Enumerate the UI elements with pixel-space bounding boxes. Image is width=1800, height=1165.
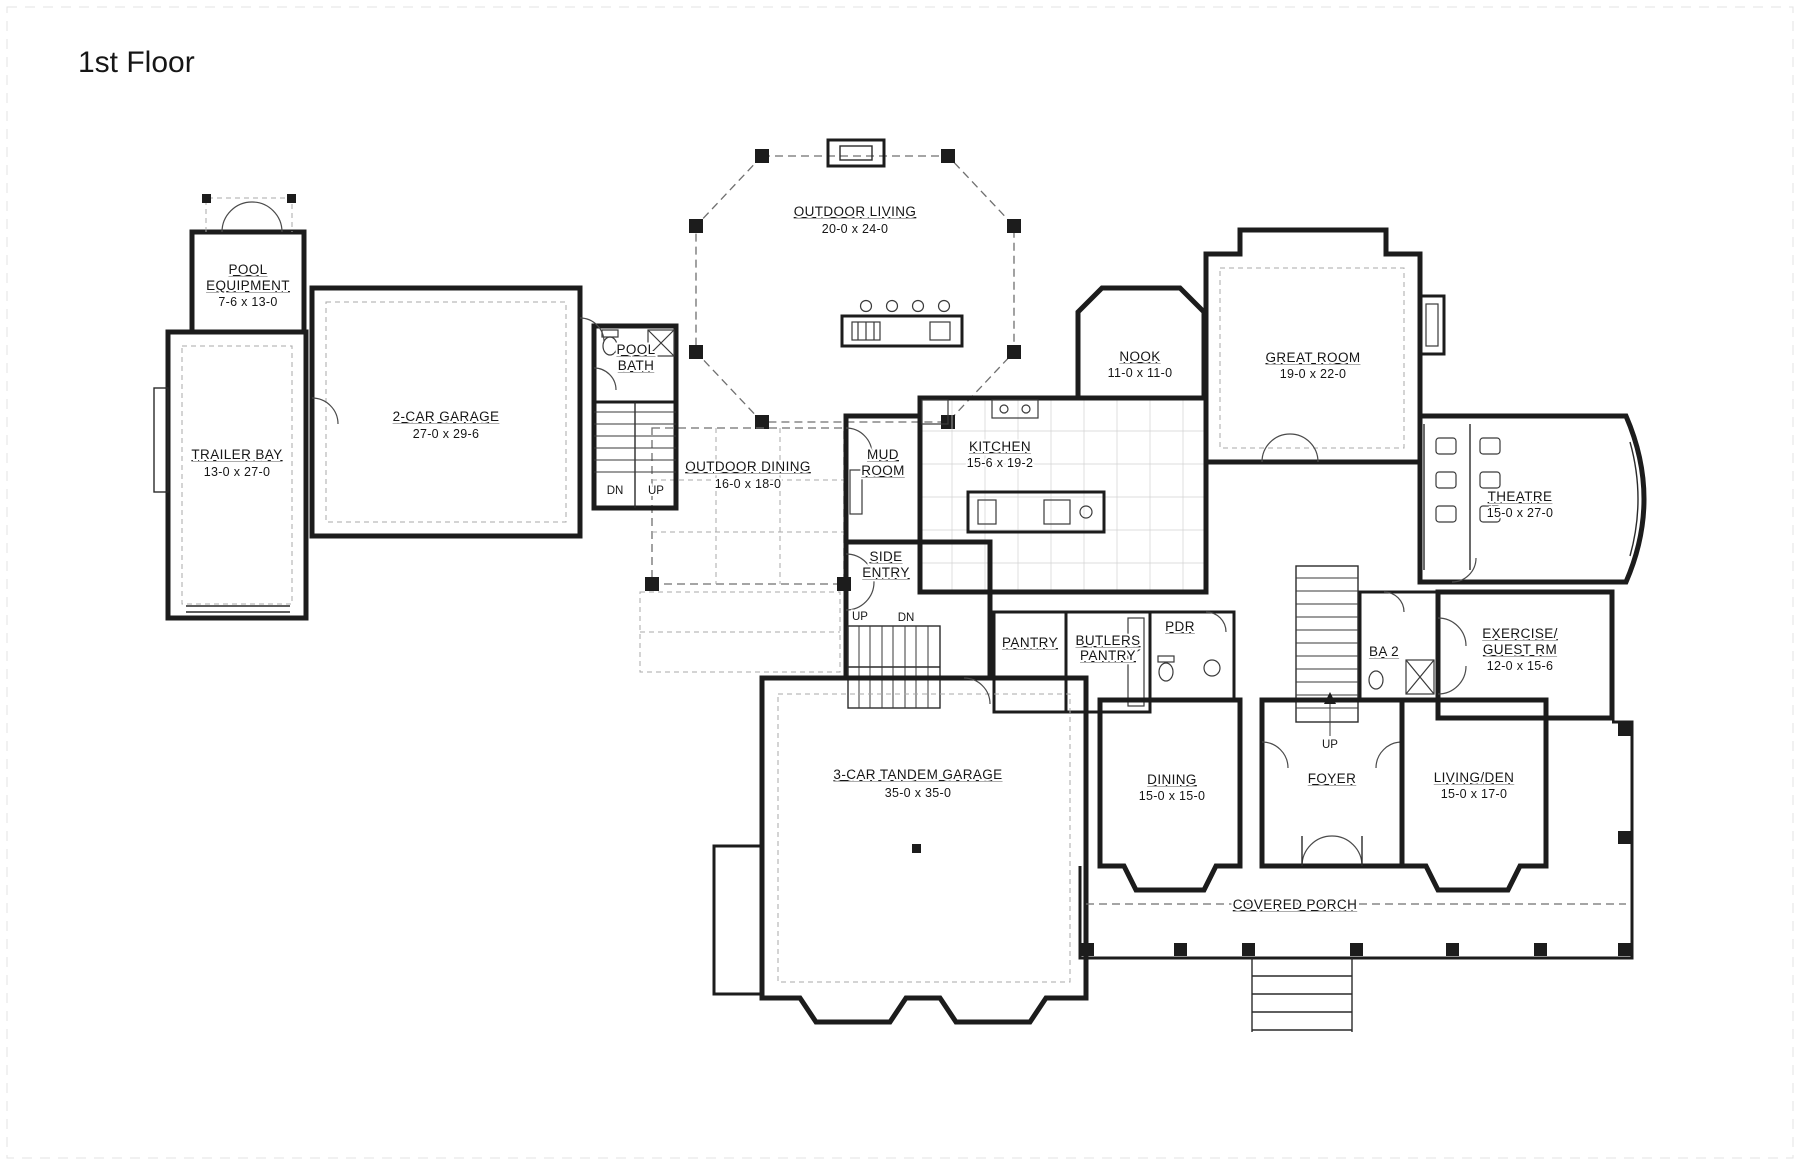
dims-theatre: 15-0 x 27-0: [1487, 506, 1554, 520]
label-theatre: THEATRE: [1488, 489, 1553, 504]
label-pool-equipment-2: EQUIPMENT: [206, 278, 290, 293]
label-stair-up: UP: [648, 485, 664, 497]
label-covered-porch: COVERED PORCH: [1233, 897, 1357, 912]
label-pantry: PANTRY: [1002, 635, 1058, 650]
pool-bath-fixtures: [601, 329, 675, 357]
outdoor-fireplace: [826, 138, 886, 168]
label-ba2: BA 2: [1369, 644, 1399, 659]
kitchen-fixtures: [921, 399, 1106, 534]
kitchen-walls: [917, 395, 1209, 595]
dims-nook: 11-0 x 11-0: [1108, 366, 1173, 380]
theatre-seats: [1423, 424, 1501, 570]
theatre-walls: [1417, 413, 1647, 585]
outdoor-kitchen-island: [840, 299, 964, 348]
dims-outdoor-dining: 16-0 x 18-0: [715, 477, 782, 491]
label-mud-room-2: ROOM: [861, 463, 905, 478]
side-stairs: [847, 625, 941, 709]
exercise-guest-walls: [1435, 589, 1615, 721]
kitchen-floor-grid: [922, 400, 1204, 590]
label-trailer-bay: TRAILER BAY: [191, 447, 282, 462]
label-foyer: FOYER: [1308, 771, 1357, 786]
dims-living-den: 15-0 x 17-0: [1441, 787, 1508, 801]
labels: 1st Floor POOL EQUIPMENT 7-6 x 13-0 TRAI…: [76, 44, 1559, 914]
dims-tandem-garage: 35-0 x 35-0: [885, 786, 952, 800]
dims-dining: 15-0 x 15-0: [1139, 789, 1206, 803]
label-nook: NOOK: [1119, 349, 1160, 364]
label-butlers-1: BUTLERS: [1075, 633, 1140, 648]
label-pool-bath-1: POOL: [616, 342, 655, 357]
label-butlers-2: PANTRY: [1080, 648, 1136, 663]
label-side-stair-dn: DN: [898, 612, 915, 624]
label-dining: DINING: [1147, 772, 1197, 787]
label-kitchen: KITCHEN: [969, 439, 1031, 454]
garage-2car-room: [309, 285, 583, 539]
label-living-den: LIVING/DEN: [1434, 770, 1515, 785]
label-exercise-1: EXERCISE/: [1482, 626, 1558, 641]
label-tandem-garage: 3-CAR TANDEM GARAGE: [833, 767, 1002, 782]
label-outdoor-living: OUTDOOR LIVING: [794, 204, 917, 219]
label-side-entry-2: ENTRY: [862, 565, 910, 580]
fireplace: [1418, 294, 1446, 356]
dims-exercise: 12-0 x 15-6: [1487, 659, 1554, 673]
label-2car-garage: 2-CAR GARAGE: [393, 409, 500, 424]
label-pool-equipment-1: POOL: [228, 262, 267, 277]
pavilion-posts: [689, 149, 1021, 429]
dims-2car-garage: 27-0 x 29-6: [413, 427, 480, 441]
mud-room-walls: [843, 413, 923, 545]
dining-walls: [1097, 697, 1243, 893]
pantry-walls: [992, 610, 1068, 714]
front-steps: [1251, 958, 1353, 1032]
covered-porch-structure: [1078, 720, 1634, 1032]
tandem-garage-walls: [712, 675, 1089, 1025]
trailer-bay-room: [153, 329, 309, 621]
outdoor-living-pavilion: [689, 138, 1021, 429]
foyer-stairs: [1295, 565, 1359, 736]
living-den-walls: [1399, 697, 1549, 893]
label-side-stair-up: UP: [852, 611, 868, 623]
dims-trailer-bay: 13-0 x 27-0: [204, 465, 271, 479]
nook-walls: [1075, 285, 1207, 401]
label-exercise-2: GUEST RM: [1483, 642, 1557, 657]
label-mud-room-1: MUD: [867, 447, 899, 462]
label-stair-dn: DN: [607, 485, 624, 497]
dims-kitchen: 15-6 x 19-2: [967, 456, 1034, 470]
pool-bath-and-stairs: [591, 323, 679, 511]
label-great-room: GREAT ROOM: [1265, 350, 1360, 365]
side-walkway-patio: [639, 591, 841, 673]
sheet-frame: [6, 6, 1794, 1159]
great-room-walls: [1203, 227, 1446, 465]
dims-great-room: 19-0 x 22-0: [1280, 367, 1347, 381]
label-foyer-stair-up: UP: [1322, 739, 1338, 751]
door-swings: [311, 317, 873, 455]
label-pool-bath-2: BATH: [618, 358, 655, 373]
dims-outdoor-living: 20-0 x 24-0: [822, 222, 889, 236]
dims-pool-equipment: 7-6 x 13-0: [218, 295, 277, 309]
plan-title: 1st Floor: [78, 46, 195, 79]
label-side-entry-1: SIDE: [869, 549, 902, 564]
label-pdr: PDR: [1165, 619, 1195, 634]
porch-columns: [1081, 723, 1631, 956]
label-outdoor-dining: OUTDOOR DINING: [685, 459, 811, 474]
